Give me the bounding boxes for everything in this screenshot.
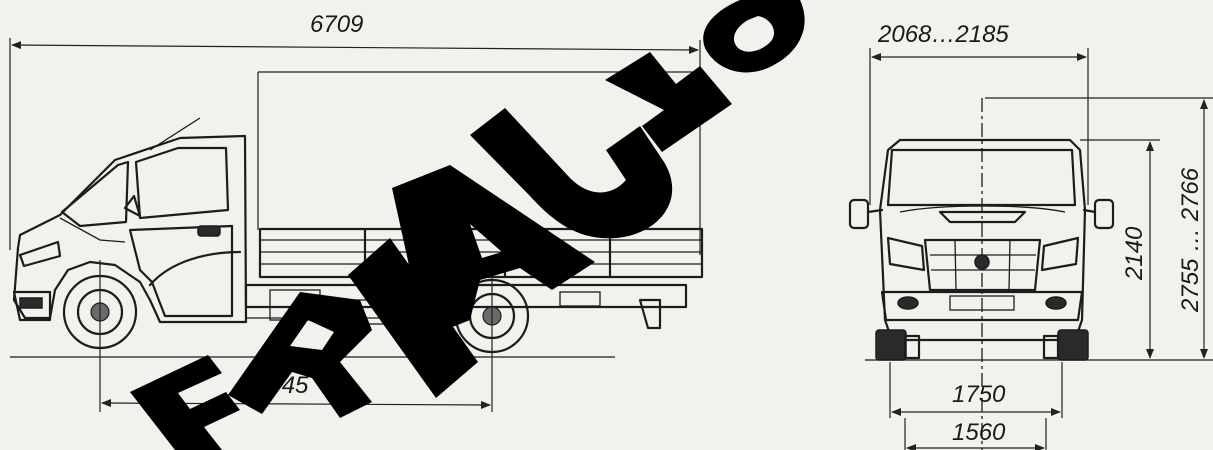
dim-width: 2068…2185	[869, 21, 1089, 205]
cab-front	[848, 138, 1115, 361]
front-track-label: 1750	[952, 381, 1006, 408]
cab	[12, 117, 248, 324]
dim-total-height: 2755 … 2766	[985, 97, 1213, 359]
dim-rear-track: 1560	[904, 418, 1047, 450]
dim-cab-height: 2140	[1080, 139, 1160, 359]
watermark	[130, 0, 805, 450]
total-height-label: 2755 … 2766	[1177, 167, 1204, 313]
rear-track-label: 1560	[952, 419, 1006, 446]
front-view: 2068…2185	[848, 21, 1213, 450]
width-label: 2068…2185	[877, 21, 1009, 48]
overall-length-label: 6709	[310, 11, 363, 38]
cab-height-label: 2140	[1121, 226, 1148, 281]
dim-front-track: 1750	[889, 362, 1063, 418]
